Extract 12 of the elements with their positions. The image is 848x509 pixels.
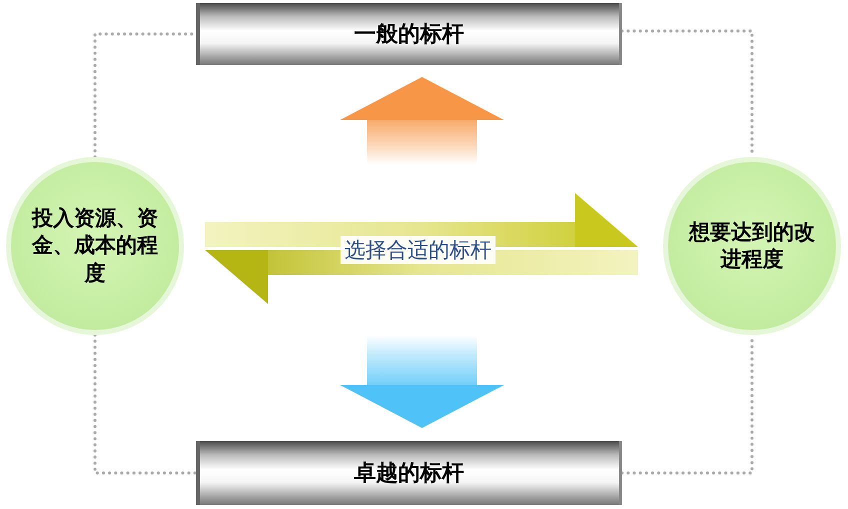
node-text: 卓越的标杆	[354, 459, 464, 487]
title-bar	[196, 3, 622, 65]
node-text: 想要达到的改进程度	[687, 218, 816, 273]
arrow	[340, 335, 504, 428]
title-bar	[196, 441, 622, 505]
arrow	[340, 77, 504, 165]
node-text: 一般的标杆	[354, 20, 464, 48]
arrow	[205, 250, 638, 304]
edge-label: 选择合适的标杆	[340, 236, 496, 264]
arrow	[205, 193, 638, 247]
node-text: 投入资源、资金、成本的程度	[30, 205, 159, 287]
dotted-connector	[94, 334, 198, 474]
